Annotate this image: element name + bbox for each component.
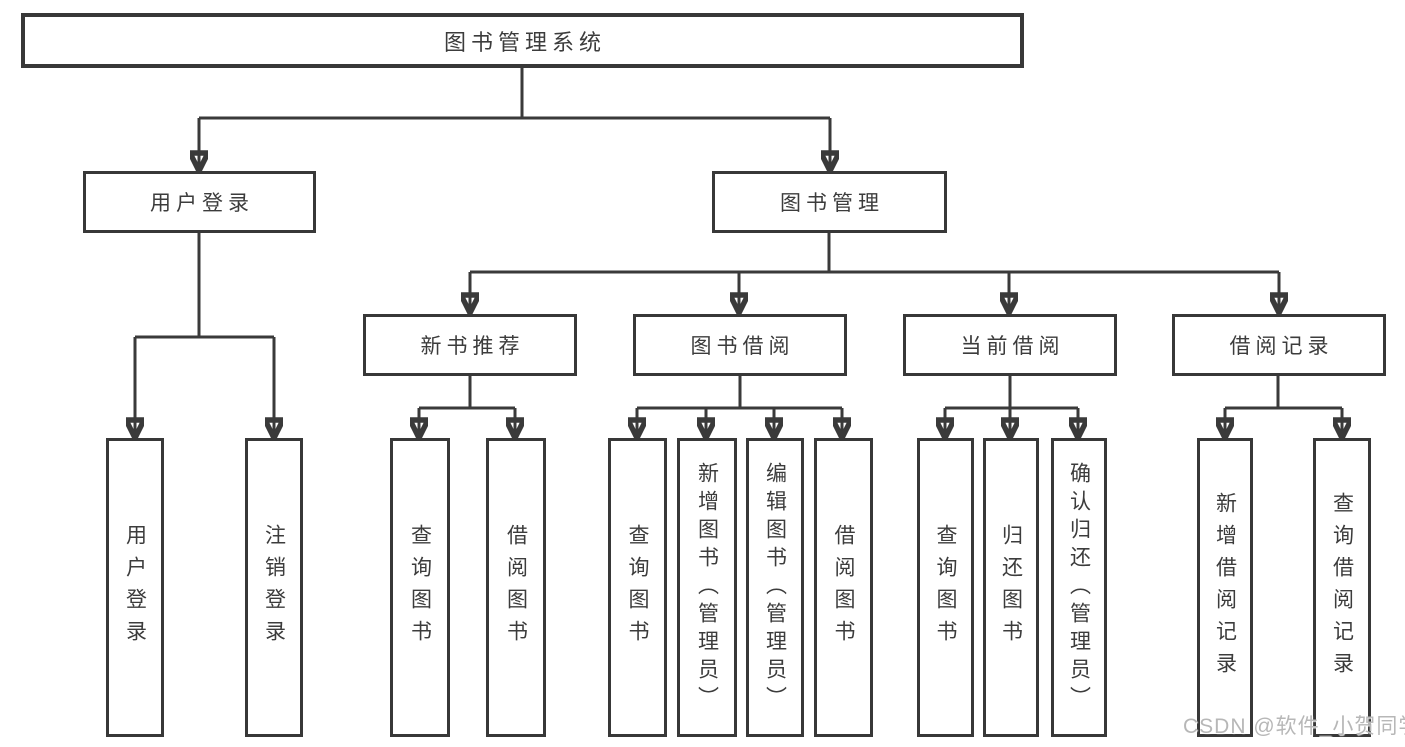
leaf-logout-label: 注销登录 [262, 523, 286, 652]
edges-new-book-recommend [419, 376, 515, 438]
node-new-book-recommend-label: 新书推荐 [420, 335, 525, 358]
leaf-confirm-return-admin-label: 确认归还（管理员） [1067, 461, 1091, 714]
edges-borrowing-records [1225, 376, 1342, 438]
leaf-search-books-2: 查询图书 [608, 438, 667, 737]
node-borrowing-records-label: 借阅记录 [1229, 335, 1334, 358]
leaf-add-borrow-record: 新增借阅记录 [1197, 438, 1253, 737]
node-current-borrowing-label: 当前借阅 [960, 335, 1065, 358]
node-current-borrowing: 当前借阅 [903, 314, 1117, 376]
node-library-system-label: 图书管理系统 [443, 29, 606, 55]
csdn-watermark: CSDN @软件_小贺同学 [1183, 715, 1405, 738]
leaf-borrow-books-2-label: 借阅图书 [832, 523, 855, 652]
leaf-search-books-3: 查询图书 [917, 438, 974, 737]
node-user-login-label: 用户登录 [150, 192, 254, 215]
node-book-management-label: 图书管理 [780, 192, 884, 215]
edges-user-login [135, 233, 274, 438]
leaf-search-books-2-label: 查询图书 [626, 523, 649, 652]
leaf-search-books-1-label: 查询图书 [408, 523, 432, 652]
leaf-search-books-3-label: 查询图书 [934, 523, 957, 652]
node-borrowing-records: 借阅记录 [1172, 314, 1386, 376]
node-book-management: 图书管理 [712, 171, 947, 233]
leaf-borrow-books-1-label: 借阅图书 [504, 523, 528, 652]
node-book-borrowing-label: 图书借阅 [690, 335, 795, 358]
leaf-user-login: 用户登录 [106, 438, 164, 737]
node-book-borrowing: 图书借阅 [633, 314, 847, 376]
leaf-search-borrow-record-label: 查询借阅记录 [1330, 491, 1354, 684]
leaf-edit-book-admin-label: 编辑图书（管理员） [763, 461, 787, 714]
leaf-return-books-label: 归还图书 [999, 523, 1023, 652]
edges-book-management [470, 233, 1279, 313]
leaf-borrow-books-1: 借阅图书 [486, 438, 546, 737]
leaf-add-borrow-record-label: 新增借阅记录 [1213, 491, 1237, 684]
leaf-user-login-label: 用户登录 [123, 523, 147, 652]
leaf-borrow-books-2: 借阅图书 [814, 438, 873, 737]
edges-book-borrowing [637, 376, 842, 438]
leaf-return-books: 归还图书 [983, 438, 1039, 737]
node-new-book-recommend: 新书推荐 [363, 314, 577, 376]
leaf-search-books-1: 查询图书 [390, 438, 450, 737]
leaf-edit-book-admin: 编辑图书（管理员） [746, 438, 804, 737]
leaf-add-book-admin-label: 新增图书（管理员） [695, 461, 719, 714]
edges-root [199, 68, 830, 171]
leaf-confirm-return-admin: 确认归还（管理员） [1051, 438, 1107, 737]
node-user-login: 用户登录 [83, 171, 316, 233]
node-library-system: 图书管理系统 [21, 13, 1024, 68]
leaf-search-borrow-record: 查询借阅记录 [1313, 438, 1371, 737]
edges-current-borrowing [945, 376, 1078, 438]
leaf-logout: 注销登录 [245, 438, 303, 737]
leaf-add-book-admin: 新增图书（管理员） [677, 438, 737, 737]
